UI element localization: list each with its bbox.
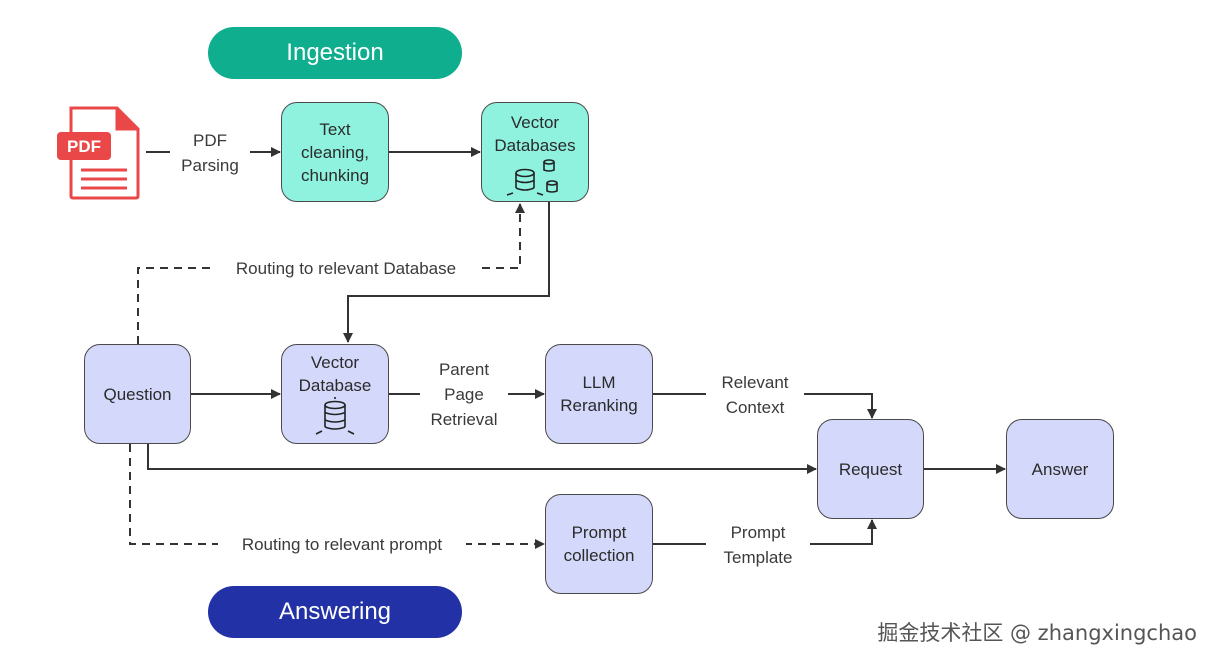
text-cleaning-label: Text cleaning, chunking bbox=[300, 119, 370, 185]
request-label: Request bbox=[838, 459, 903, 479]
pdf-file-icon: PDF bbox=[57, 106, 140, 200]
watermark: 掘金技术社区 @ zhangxingchao bbox=[877, 621, 1197, 645]
question-node: Question bbox=[84, 344, 191, 444]
text-cleaning-node: Text cleaning, chunking bbox=[281, 102, 389, 202]
pdf-icon-label: PDF bbox=[67, 137, 101, 156]
prompt-collection-label: Prompt collection bbox=[563, 523, 635, 565]
llm-reranking-label: LLM Reranking bbox=[560, 373, 638, 415]
question-label: Question bbox=[103, 384, 172, 404]
vector-databases-node: Vector Databases bbox=[481, 102, 589, 202]
vector-databases-label: Vector Databases bbox=[494, 113, 576, 155]
answer-label: Answer bbox=[1031, 459, 1089, 479]
edge-label-pdf-parsing: PDF Parsing bbox=[170, 128, 250, 178]
edge-label-routing-prompt: Routing to relevant prompt bbox=[218, 532, 466, 557]
edge-routing-prompt bbox=[129, 444, 545, 549]
edge-label-relevant-context: Relevant Context bbox=[706, 370, 804, 420]
llm-reranking-node: LLM Reranking bbox=[545, 344, 653, 444]
edge-label-routing-database: Routing to relevant Database bbox=[214, 256, 478, 281]
vector-database-node: Vector Database bbox=[281, 344, 389, 444]
vector-database-label: Vector Database bbox=[298, 353, 372, 395]
answering-header: Answering bbox=[208, 586, 462, 638]
database-icon bbox=[315, 397, 355, 435]
edge-label-parent-page-retrieval: Parent Page Retrieval bbox=[420, 357, 508, 432]
ingestion-header: Ingestion bbox=[208, 27, 462, 79]
edge-vectordbs-to-vectordb bbox=[343, 202, 550, 343]
edge-question-to-request bbox=[147, 444, 817, 474]
edge-label-prompt-template: Prompt Template bbox=[706, 520, 810, 570]
request-node: Request bbox=[817, 419, 924, 519]
prompt-collection-node: Prompt collection bbox=[545, 494, 653, 594]
databases-cluster-icon bbox=[506, 159, 558, 196]
answer-node: Answer bbox=[1006, 419, 1114, 519]
